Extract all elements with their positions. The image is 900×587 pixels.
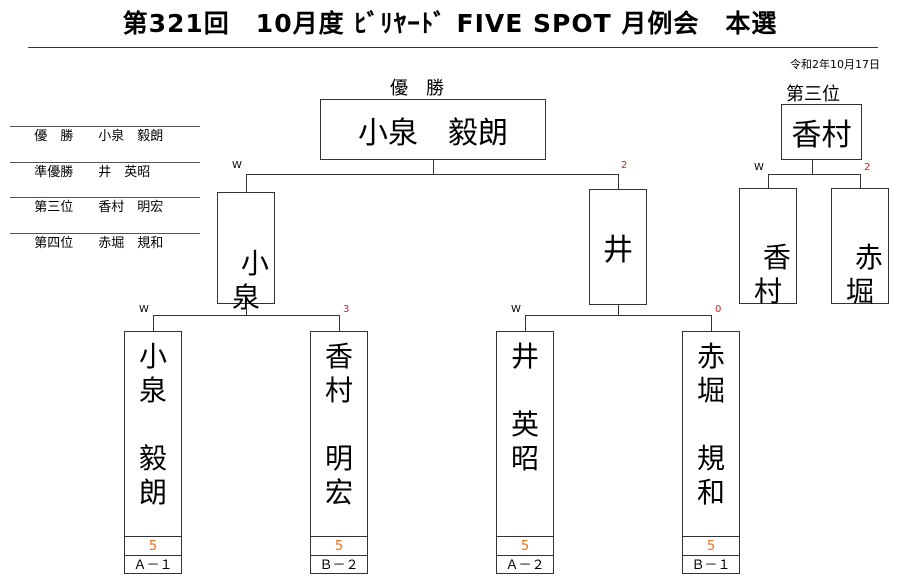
- third-match-box-right: 赤 堀: [831, 188, 889, 308]
- title-underline: [28, 47, 878, 48]
- ranking-row-2: 準優勝 井 英昭: [10, 140, 200, 180]
- bracket-line: [618, 305, 619, 315]
- match-mark: W: [754, 162, 764, 173]
- player-name: 井 英 昭: [510, 340, 539, 475]
- player-name: 小 泉 毅 朗: [138, 340, 167, 509]
- event-date: 令和2年10月17日: [790, 58, 880, 71]
- match-mark: W: [511, 304, 521, 315]
- rank-name: 赤堀 規和: [98, 236, 164, 251]
- ranking-row-1: 優 勝 小泉 毅朗: [10, 104, 200, 144]
- winner-name: 小泉 毅朗: [358, 115, 508, 151]
- bracket-line: [153, 315, 154, 331]
- player-score: 5: [497, 536, 553, 555]
- player-seed: Ｂ－１: [683, 555, 739, 575]
- rank-label: 優 勝: [34, 129, 74, 144]
- bracket-line: [246, 174, 247, 192]
- bracket-line: [860, 174, 861, 188]
- third-match-name: 赤 堀: [845, 241, 883, 308]
- bracket-line: [711, 315, 712, 331]
- ranking-row-4: 第四位 赤堀 規和: [10, 211, 200, 251]
- player-box-a1: 小 泉 毅 朗 5 Ａ－１: [124, 331, 182, 574]
- finalist-name: 小 泉: [231, 247, 269, 314]
- third-match-box-left: 香 村: [739, 188, 797, 308]
- third-place-label: 第三位: [786, 84, 840, 105]
- player-score: 5: [683, 536, 739, 555]
- bracket-line: [525, 315, 712, 316]
- bracket-line: [246, 174, 619, 175]
- player-seed: Ｂ－２: [311, 555, 367, 575]
- finalist-name: 井: [603, 233, 633, 268]
- winner-box: 小泉 毅朗: [320, 99, 546, 160]
- bracket-line: [433, 160, 434, 174]
- bracket-line: [812, 160, 813, 174]
- rank-label: 第三位: [34, 200, 74, 215]
- match-score-mark: 2: [864, 162, 871, 173]
- match-score-mark: 3: [343, 304, 350, 315]
- winner-label: 優 勝: [390, 78, 444, 99]
- player-name: 香 村 明 宏: [324, 340, 353, 509]
- third-place-box: 香村: [781, 104, 862, 160]
- finalist-box-right: 井: [589, 189, 647, 305]
- player-box-a2: 井 英 昭 5 Ａ－２: [496, 331, 554, 574]
- rank-name: 小泉 毅朗: [98, 129, 164, 144]
- rank-label: 第四位: [34, 236, 74, 251]
- match-score-mark: 2: [621, 160, 628, 171]
- rank-name: 香村 明宏: [98, 200, 164, 215]
- third-place-name: 香村: [791, 118, 852, 153]
- bracket-line: [525, 315, 526, 331]
- match-mark: W: [232, 160, 242, 171]
- bracket-line: [246, 304, 247, 315]
- player-seed: Ａ－１: [125, 555, 181, 575]
- ranking-row-3: 第三位 香村 明宏: [10, 175, 200, 215]
- finalist-box-left: 小 泉: [217, 192, 275, 314]
- bracket-line: [339, 315, 340, 331]
- rank-name: 井 英昭: [98, 165, 151, 180]
- player-seed: Ａ－２: [497, 555, 553, 575]
- player-score: 5: [311, 536, 367, 555]
- bracket-line: [768, 174, 769, 188]
- rank-label: 準優勝: [34, 165, 74, 180]
- bracket-line: [768, 174, 861, 175]
- match-score-mark: 0: [715, 304, 722, 315]
- bracket-line: [153, 315, 340, 316]
- player-box-b1: 赤 堀 規 和 5 Ｂ－１: [682, 331, 740, 574]
- page-title: 第321回 10月度 ﾋﾞﾘﾔｰﾄﾞ FIVE SPOT 月例会 本選: [122, 9, 778, 38]
- match-mark: W: [139, 304, 149, 315]
- third-match-name: 香 村: [753, 241, 791, 308]
- player-name: 赤 堀 規 和: [696, 340, 725, 509]
- player-score: 5: [125, 536, 181, 555]
- player-box-b2: 香 村 明 宏 5 Ｂ－２: [310, 331, 368, 574]
- bracket-line: [618, 174, 619, 189]
